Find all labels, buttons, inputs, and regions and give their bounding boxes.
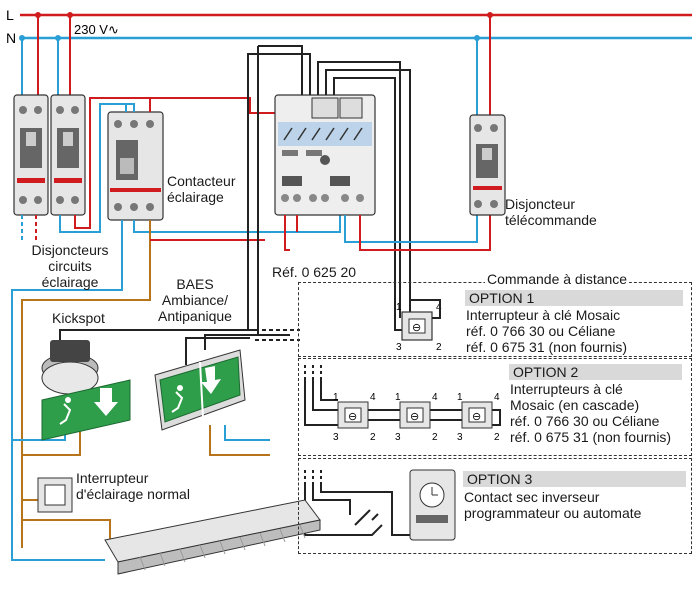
svg-text:3: 3 [457,432,463,443]
option2-key-switch-1: ⊖ [337,401,369,429]
svg-text:4: 4 [370,392,376,403]
option3-title: OPTION 3 [463,471,686,487]
option2-box [298,358,692,456]
contactor-wiring [11,97,341,561]
emergency-controller [274,94,376,216]
svg-text:4: 4 [432,392,438,403]
svg-text:4: 4 [494,392,500,403]
option3-text: Contact sec inverseur programmateur ou a… [464,489,642,521]
remote-command-label: Commande à distance [485,271,630,287]
svg-text:2: 2 [494,432,500,443]
svg-text:⊖: ⊖ [412,322,421,334]
option2-key-switch-2: ⊖ [399,401,431,429]
luminaire [104,499,321,575]
svg-text:⊖: ⊖ [410,411,419,423]
option3-box [298,458,692,554]
reference-label: Réf. 0 625 20 [272,264,357,280]
option2-title: OPTION 2 [509,364,682,380]
baes-label: BAES Ambiance/ Antipanique [158,276,232,324]
option2-key-switch-3: ⊖ [461,401,493,429]
baes-fixture [154,349,246,431]
svg-text:1: 1 [333,392,339,403]
circuit-breaker-2 [50,94,86,216]
breakers-circuits-label: Disjoncteurs circuits éclairage [31,242,109,290]
svg-text:1: 1 [396,302,402,313]
phase-label: L [6,7,14,23]
svg-text:1: 1 [457,392,463,403]
svg-text:⊖: ⊖ [348,411,357,423]
normal-switch-label: Interrupteur d'éclairage normal [76,470,190,502]
supply-lines: L N 230 V∿ [6,7,692,46]
normal-lighting-switch [37,477,73,513]
svg-text:2: 2 [432,432,438,443]
svg-text:3: 3 [333,432,339,443]
remote-breaker-label: Disjoncteur télécommande [505,196,597,228]
option2-wiring [304,365,501,426]
svg-text:2: 2 [436,342,442,353]
programmer-device [409,469,456,541]
svg-text:3: 3 [396,342,402,353]
voltage-label: 230 V∿ [74,22,119,37]
option1-key-switch: ⊖ [394,311,433,341]
remote-breaker [469,114,506,216]
option1-title: OPTION 1 [465,290,683,306]
contactor-label: Contacteur éclairage [167,173,236,205]
kickspot-label: Kickspot [52,310,105,326]
option2-terminals: 1 4 3 2 1 4 3 2 1 4 3 2 [333,392,500,443]
option2-text: Interrupteurs à clé Mosaic (en cascade) … [510,381,672,445]
contactor [107,111,164,221]
svg-text:3: 3 [395,432,401,443]
neutral-label: N [6,30,16,46]
remote-breaker-wiring [284,210,491,251]
svg-text:⊖: ⊖ [472,411,481,423]
breaker-supply-drops [19,12,493,115]
option1-text: Interrupteur à clé Mosaic réf. 0 766 30 … [466,307,628,355]
kickspot-fixture [41,340,131,441]
circuit-breaker-1 [13,94,49,216]
dry-contact-symbol [354,509,379,526]
breaker-outputs [21,215,37,240]
svg-text:1: 1 [395,392,401,403]
svg-text:2: 2 [370,432,376,443]
